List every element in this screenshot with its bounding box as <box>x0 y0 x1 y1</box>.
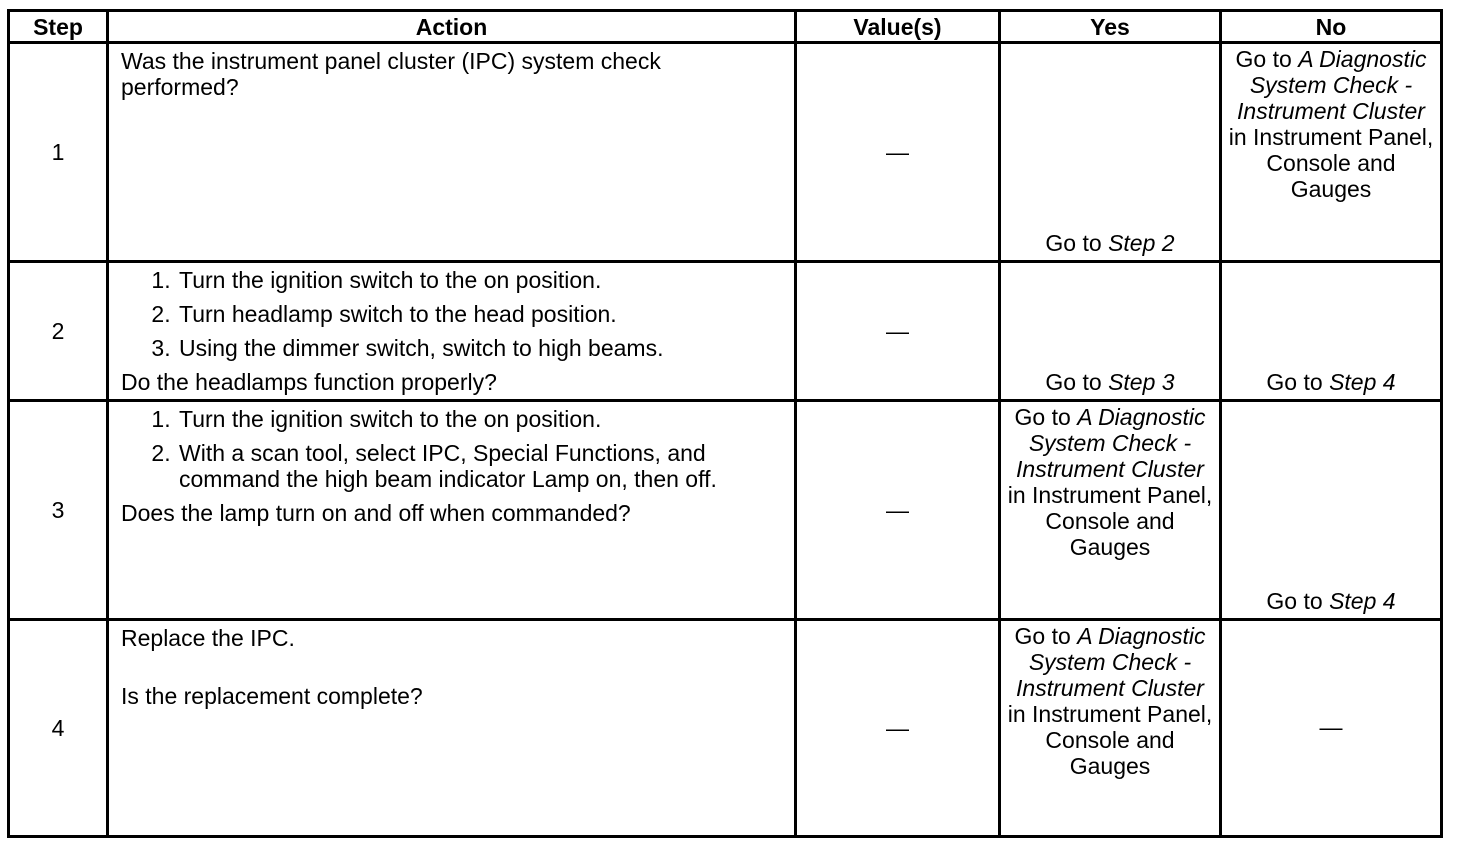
action-question: Was the instrument panel cluster (IPC) s… <box>121 48 661 100</box>
value-cell: — <box>794 618 1001 838</box>
action-step: Turn the ignition switch to the on posit… <box>177 267 784 293</box>
action-text: Turn the ignition switch to the on posit… <box>106 399 797 621</box>
value-cell: — <box>794 399 1001 621</box>
no-link[interactable]: A Diagnostic System Check - Instrument C… <box>1237 46 1427 124</box>
no-cell: Go to Step 4 <box>1219 260 1443 402</box>
action-steps-list: Turn the ignition switch to the on posit… <box>121 406 784 492</box>
action-step: Using the dimmer switch, switch to high … <box>177 335 784 361</box>
value-cell: — <box>794 260 1001 402</box>
yes-link[interactable]: Step 2 <box>1108 230 1175 256</box>
table-row: 1 Was the instrument panel cluster (IPC)… <box>7 41 1443 263</box>
step-number: 2 <box>7 260 109 402</box>
no-prefix: Go to <box>1266 369 1330 395</box>
header-no: No <box>1219 9 1443 44</box>
action-step: With a scan tool, select IPC, Special Fu… <box>177 440 784 492</box>
action-text: Was the instrument panel cluster (IPC) s… <box>106 41 797 263</box>
no-cell: — <box>1219 618 1443 838</box>
no-cell: Go to Step 4 <box>1219 399 1443 621</box>
yes-prefix: Go to <box>1045 230 1109 256</box>
header-yes: Yes <box>998 9 1222 44</box>
diagnostic-table: Step Action Value(s) Yes No 1 Was the in… <box>7 9 1443 838</box>
header-values: Value(s) <box>794 9 1001 44</box>
yes-suffix: in Instrument Panel, Console and Gauges <box>1007 482 1213 560</box>
header-step: Step <box>7 9 109 44</box>
yes-prefix: Go to <box>1014 404 1078 430</box>
action-question: Is the replacement complete? <box>121 683 423 709</box>
no-cell: Go to A Diagnostic System Check - Instru… <box>1219 41 1443 263</box>
action-text: Replace the IPC. Is the replacement comp… <box>106 618 797 838</box>
yes-cell: Go to A Diagnostic System Check - Instru… <box>998 618 1222 838</box>
yes-link[interactable]: Step 3 <box>1108 369 1175 395</box>
no-prefix: Go to <box>1266 588 1330 614</box>
no-link[interactable]: Step 4 <box>1329 588 1396 614</box>
no-link[interactable]: Step 4 <box>1329 369 1396 395</box>
yes-cell: Go to Step 3 <box>998 260 1222 402</box>
diagnostic-table-container: Step Action Value(s) Yes No 1 Was the in… <box>7 9 1443 838</box>
table-row: 2 Turn the ignition switch to the on pos… <box>7 260 1443 402</box>
step-number: 4 <box>7 618 109 838</box>
action-step: Turn headlamp switch to the head positio… <box>177 301 784 327</box>
yes-suffix: in Instrument Panel, Console and Gauges <box>1007 701 1213 779</box>
table-row: 3 Turn the ignition switch to the on pos… <box>7 399 1443 621</box>
action-text: Turn the ignition switch to the on posit… <box>106 260 797 402</box>
yes-link[interactable]: A Diagnostic System Check - Instrument C… <box>1016 623 1206 701</box>
yes-cell: Go to A Diagnostic System Check - Instru… <box>998 399 1222 621</box>
step-number: 3 <box>7 399 109 621</box>
no-suffix: in Instrument Panel, Console and Gauges <box>1228 124 1434 202</box>
step-number: 1 <box>7 41 109 263</box>
yes-cell: Go to Step 2 <box>998 41 1222 263</box>
header-row: Step Action Value(s) Yes No <box>7 9 1443 44</box>
table-row: 4 Replace the IPC. Is the replacement co… <box>7 618 1443 838</box>
yes-prefix: Go to <box>1045 369 1109 395</box>
action-step: Turn the ignition switch to the on posit… <box>177 406 784 432</box>
value-cell: — <box>794 41 1001 263</box>
header-action: Action <box>106 9 797 44</box>
yes-link[interactable]: A Diagnostic System Check - Instrument C… <box>1016 404 1206 482</box>
action-question: Does the lamp turn on and off when comma… <box>121 500 631 526</box>
action-question: Do the headlamps function properly? <box>121 369 497 395</box>
action-steps-list: Turn the ignition switch to the on posit… <box>121 267 784 361</box>
spacer <box>121 651 784 683</box>
action-instruction: Replace the IPC. <box>121 625 295 651</box>
yes-prefix: Go to <box>1014 623 1078 649</box>
no-prefix: Go to <box>1235 46 1299 72</box>
